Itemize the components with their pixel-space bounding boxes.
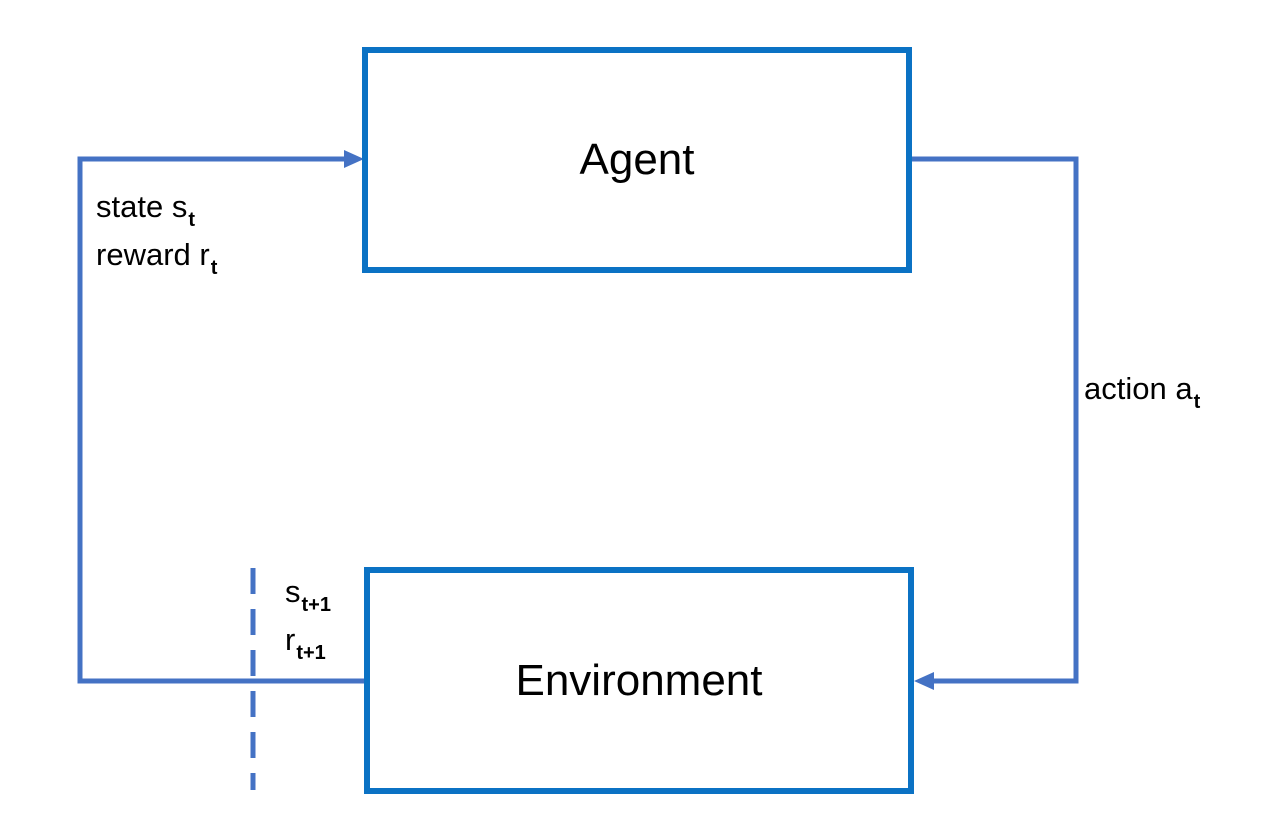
action-connector [912,156,1079,684]
environment-label: Environment [515,655,763,705]
environment-input-arrowhead [914,672,934,690]
state-reward-connector [77,156,364,684]
agent-label: Agent [579,135,695,184]
action-label: action at [1084,371,1201,413]
next-reward-label: rt+1 [285,622,326,664]
next-state-label: st+1 [285,574,331,616]
state-label: state st [96,189,195,231]
agent-input-arrowhead [344,150,364,168]
reward-label: reward rt [96,237,218,279]
environment-box: Environment [364,567,914,794]
agent-box: Agent [362,47,912,273]
